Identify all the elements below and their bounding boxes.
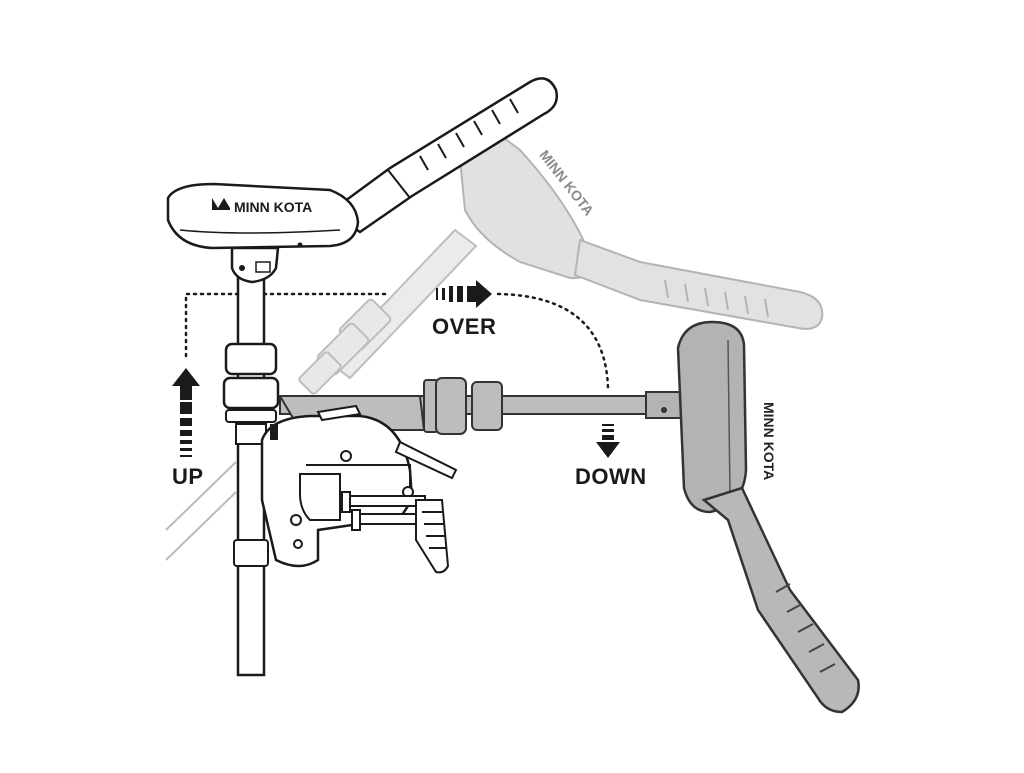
motion-path-up-over — [184, 292, 610, 390]
ghost-control-head — [458, 133, 592, 280]
shaft-lower-collar — [233, 539, 269, 567]
tiller-grip-ridges — [419, 98, 519, 171]
control-head — [166, 182, 360, 250]
gray-tiller-handle — [701, 486, 860, 714]
clamp-bolt-bottom — [293, 539, 303, 549]
white-motor-up-position — [166, 77, 558, 284]
shaft-collar-c — [471, 381, 503, 431]
shaft-washer — [225, 409, 277, 423]
clamp-jaw — [299, 473, 341, 521]
over-arrow-icon — [436, 280, 492, 308]
gray-control-head — [676, 320, 748, 514]
gray-motor-down-position — [645, 320, 860, 714]
brand-logo: MINN KOTA — [234, 199, 312, 215]
ghost-tiller-handle — [573, 238, 824, 330]
ghost-collar-bottom — [298, 351, 342, 395]
label-over: OVER — [432, 314, 496, 339]
boat-rail — [165, 461, 237, 561]
shaft-collar-b — [435, 377, 467, 435]
brand-logo-icon — [212, 198, 230, 210]
clamp-pin — [270, 424, 278, 440]
head-neck — [230, 246, 280, 284]
clamp-latch — [316, 404, 362, 422]
ghost-motor-over-position — [298, 133, 824, 395]
ghost-grip-ridges — [664, 279, 769, 318]
label-down: DOWN — [575, 464, 647, 489]
clamp-screw-lower — [354, 513, 426, 525]
dotted-path-right — [496, 292, 610, 390]
release-lever — [394, 440, 458, 480]
gray-grip-ridges — [775, 583, 836, 673]
shaft-collar-top — [224, 342, 278, 376]
mount-clamp — [260, 395, 458, 574]
gray-brand-logo: MINN KOTA — [761, 402, 777, 480]
clamp-bolt-top — [340, 450, 352, 462]
head-screw — [661, 407, 667, 413]
dotted-path-left — [184, 292, 392, 358]
shaft-collar-mid — [222, 376, 280, 410]
clamp-screw-upper — [344, 495, 426, 507]
clamp-bolt-left — [290, 514, 302, 526]
up-arrow-icon — [172, 368, 200, 457]
vertical-shaft — [236, 268, 266, 677]
down-arrow-icon — [596, 424, 620, 458]
label-up: UP — [172, 464, 204, 489]
vertical-shaft-assembly — [222, 268, 280, 677]
tension-knob-ridges — [422, 511, 446, 549]
